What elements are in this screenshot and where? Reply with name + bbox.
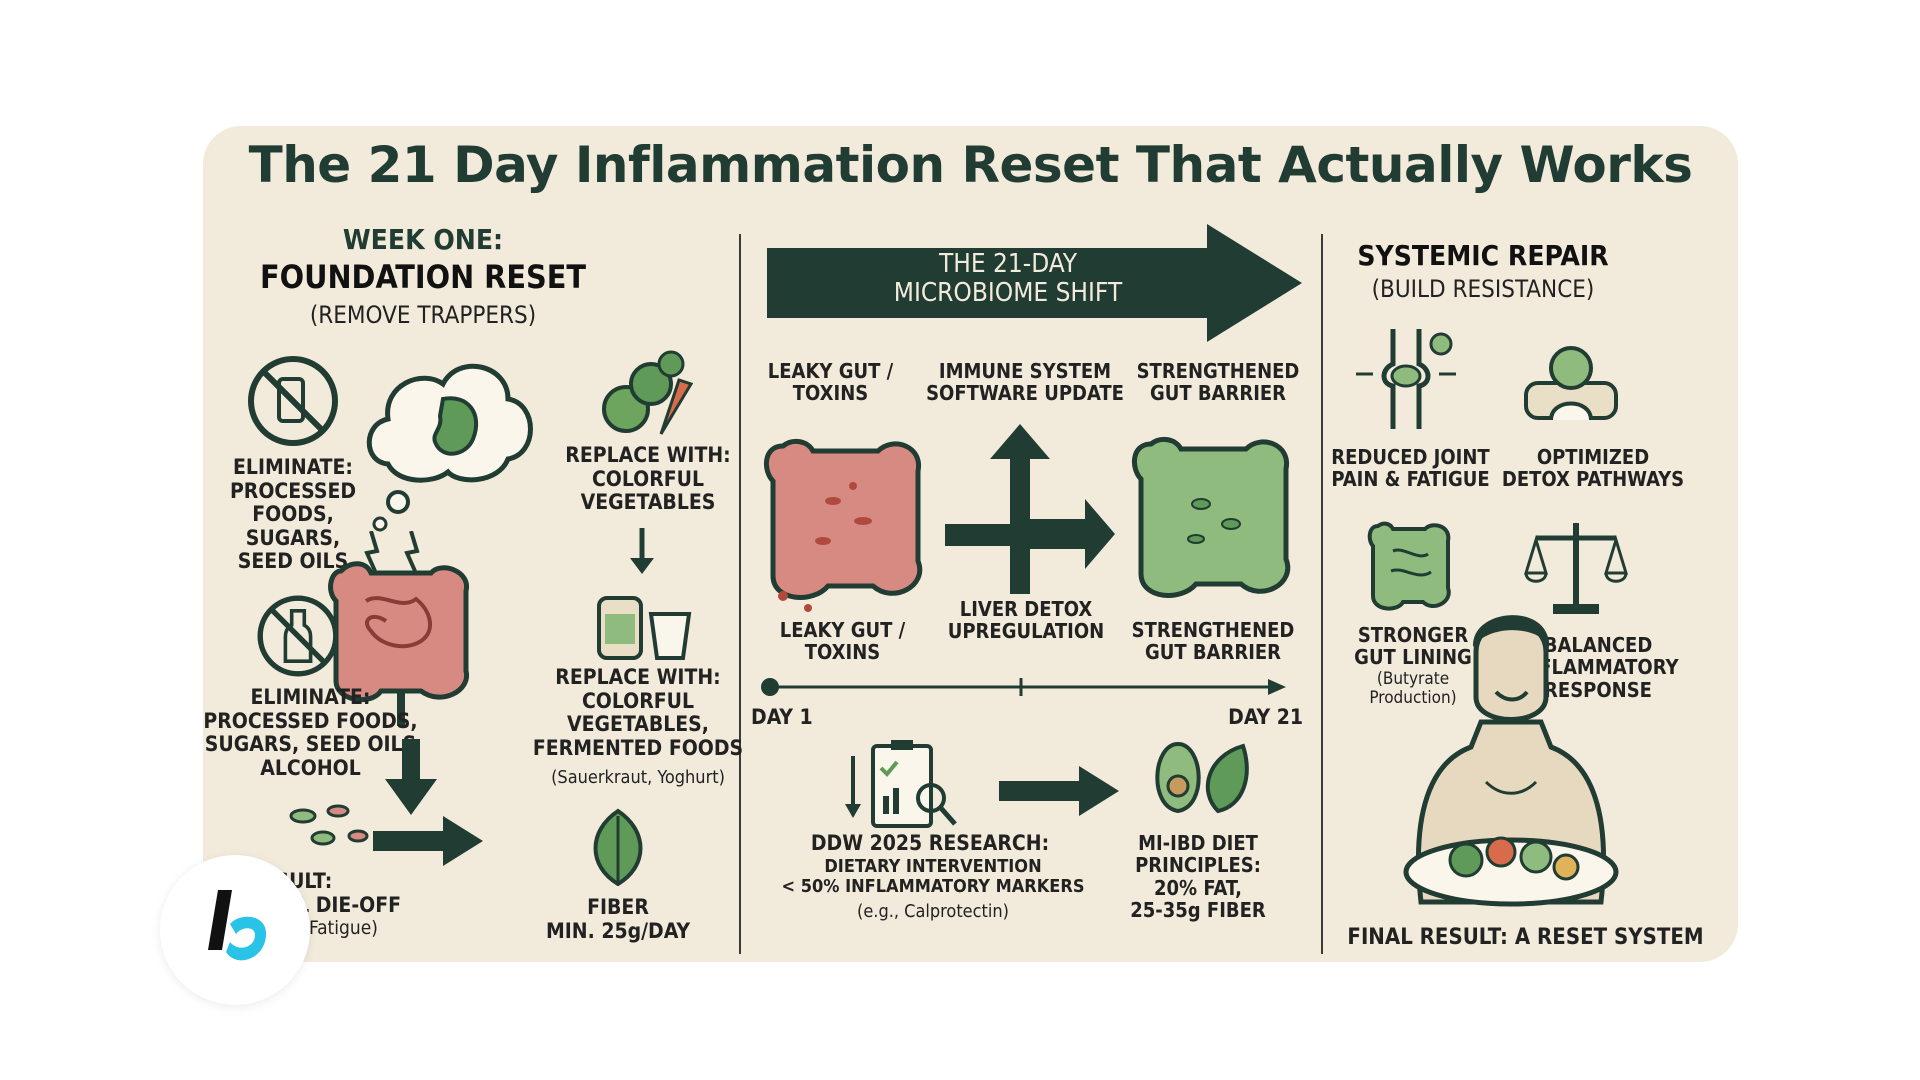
optimized-detox-label: OPTIMIZED DETOX PATHWAYS (1501, 445, 1685, 492)
healthy-gut-intestine-icon (1131, 436, 1291, 598)
fermented-foods-note: (Sauerkraut, Yoghurt) (551, 767, 725, 788)
foundation-reset-heading: FOUNDATION RESET (259, 258, 587, 296)
avocado-spinach-icon (1155, 741, 1249, 814)
page-title: The 21 Day Inflammation Reset That Actua… (248, 136, 1693, 194)
microbiome-shift-banner-text: THE 21-DAY MICROBIOME SHIFT (893, 249, 1123, 309)
mi-ibd-diet-label: MI-IBD DIET PRINCIPLES: 20% FAT, 25-35g … (1130, 831, 1266, 923)
balanced-inflammatory-label: BALANCED INFLAMMATORY RESPONSE (1517, 633, 1679, 702)
brand-logo-icon (208, 890, 267, 961)
strengthened-barrier-label-top: STRENGTHENED GUT BARRIER (1136, 359, 1300, 406)
sleeping-person-icon (1524, 346, 1618, 421)
ddw-research-heading: DDW 2025 RESEARCH: (810, 831, 1050, 855)
big-arrow-banner (767, 224, 1302, 342)
leaky-gut-intestine-icon (763, 438, 923, 612)
research-clipboard-icon (845, 740, 957, 828)
fiber-label: FIBER MIN. 25g/DAY (545, 895, 691, 943)
reduced-joint-pain-label: REDUCED JOINT PAIN & FATIGUE (1331, 445, 1490, 492)
replace-with-label-2: REPLACE WITH: COLORFUL VEGETABLES, FERME… (532, 665, 744, 760)
week-one-heading: WEEK ONE: (342, 223, 504, 256)
brand-logo-badge (160, 855, 310, 1005)
ddw-research-detail: DIETARY INTERVENTION < 50% INFLAMMATORY … (781, 856, 1085, 898)
eliminate-label-1: ELIMINATE: PROCESSED FOODS, SUGARS, SEED… (229, 455, 357, 574)
arrow-right-icon-2 (999, 766, 1119, 816)
eliminate-label-2: ELIMINATE: PROCESSED FOODS, SUGARS, SEED… (203, 685, 418, 780)
inflamed-intestine-icon (328, 531, 469, 726)
leaky-gut-label-bottom: LEAKY GUT / TOXINS (779, 618, 906, 665)
no-processed-food-icon (248, 356, 338, 446)
day-21-label: DAY 21 (1228, 705, 1303, 729)
leaky-gut-label-top: LEAKY GUT / TOXINS (767, 359, 894, 406)
column-divider-left (739, 234, 741, 954)
timeline-arrow (761, 678, 1286, 696)
branching-arrows-icon (945, 424, 1115, 594)
immune-system-label: IMMUNE SYSTEM SOFTWARE UPDATE (926, 359, 1124, 406)
infographic-panel: The 21 Day Inflammation Reset That Actua… (203, 126, 1738, 962)
healthy-man-with-salad-icon (1403, 615, 1619, 907)
vegetables-icon (602, 350, 694, 435)
remove-trappers-subheading: (REMOVE TRAPPERS) (309, 301, 537, 329)
day-1-label: DAY 1 (751, 705, 813, 729)
leafy-greens-icon (593, 808, 643, 886)
no-alcohol-icon (257, 595, 339, 677)
stomach-thought-icon (366, 363, 533, 532)
butyrate-note: (Butyrate Production) (1369, 669, 1457, 709)
strengthened-barrier-label-bottom: STRENGTHENED GUT BARRIER (1131, 618, 1295, 665)
arrow-right-icon (373, 816, 483, 866)
fermented-jars-icon (597, 596, 692, 660)
stronger-gut-lining-label: STRONGER GUT LINING (1354, 623, 1472, 670)
healthy-joint-icon (1356, 329, 1456, 429)
liver-detox-label: LIVER DETOX UPREGULATION (947, 597, 1105, 644)
column-divider-right (1321, 234, 1323, 954)
balance-scale-icon (1523, 523, 1629, 614)
ddw-research-note: (e.g., Calprotectin) (857, 901, 1009, 922)
arrow-down-icon (630, 528, 654, 574)
replace-with-label-1: REPLACE WITH: COLORFUL VEGETABLES (565, 443, 731, 515)
systemic-repair-heading: SYSTEMIC REPAIR (1357, 239, 1609, 272)
bacteria-icon (289, 804, 369, 846)
final-result-label: FINAL RESULT: A RESET SYSTEM (1347, 925, 1704, 950)
gut-lining-icon (1367, 521, 1451, 611)
arrow-down-bold-icon (385, 739, 437, 815)
build-resistance-subheading: (BUILD RESISTANCE) (1371, 275, 1595, 303)
